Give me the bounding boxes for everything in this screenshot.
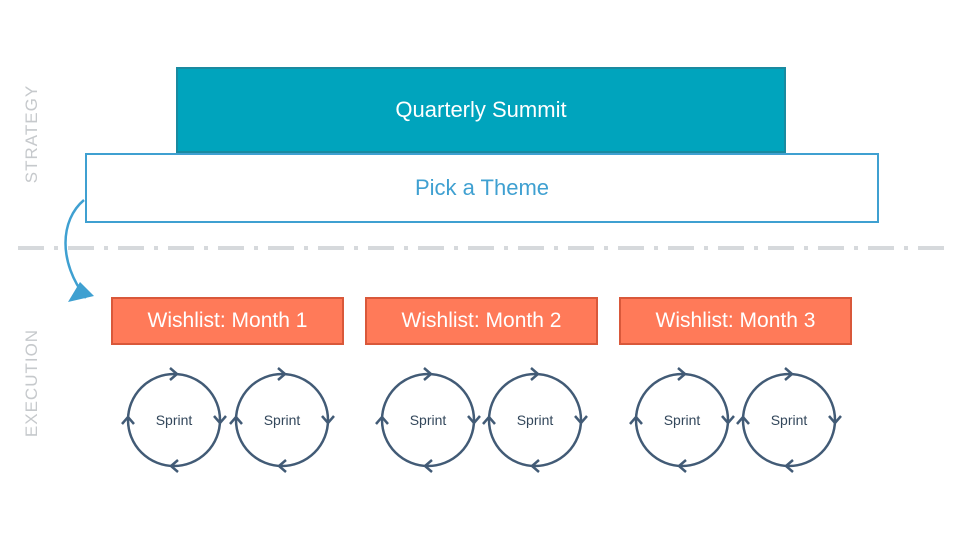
wishlist-month-1-label: Wishlist: Month 1 bbox=[147, 309, 308, 332]
strategy-label: STRATEGY bbox=[22, 84, 41, 184]
wishlist-month-3-label: Wishlist: Month 3 bbox=[655, 309, 816, 332]
sprint-cycle-6: Sprint bbox=[736, 367, 842, 473]
sprint-label: Sprint bbox=[155, 412, 193, 428]
sprint-label: Sprint bbox=[409, 412, 447, 428]
wishlist-month-3: Wishlist: Month 3 bbox=[619, 297, 852, 345]
sprint-cycle-icon bbox=[629, 367, 735, 473]
sprint-label: Sprint bbox=[770, 412, 808, 428]
sprint-cycle-icon bbox=[375, 367, 481, 473]
sprint-cycle-icon bbox=[229, 367, 335, 473]
sprint-cycle-2: Sprint bbox=[229, 367, 335, 473]
wishlist-month-1: Wishlist: Month 1 bbox=[111, 297, 344, 345]
strategy-execution-divider bbox=[18, 246, 950, 250]
sprint-label: Sprint bbox=[263, 412, 301, 428]
sprint-cycle-1: Sprint bbox=[121, 367, 227, 473]
quarterly-summit-label: Quarterly Summit bbox=[395, 97, 567, 122]
pick-theme-box: Pick a Theme bbox=[85, 153, 879, 223]
quarterly-summit-box: Quarterly Summit bbox=[176, 67, 786, 153]
sprint-cycle-icon bbox=[482, 367, 588, 473]
sprint-label: Sprint bbox=[516, 412, 554, 428]
pick-theme-label: Pick a Theme bbox=[414, 175, 550, 200]
wishlist-month-2: Wishlist: Month 2 bbox=[365, 297, 598, 345]
sprint-cycle-icon bbox=[736, 367, 842, 473]
sprint-cycle-icon bbox=[121, 367, 227, 473]
sprint-label: Sprint bbox=[663, 412, 701, 428]
execution-label: EXECUTION bbox=[22, 328, 41, 438]
sprint-cycle-4: Sprint bbox=[482, 367, 588, 473]
sprint-cycle-3: Sprint bbox=[375, 367, 481, 473]
sprint-cycle-5: Sprint bbox=[629, 367, 735, 473]
wishlist-month-2-label: Wishlist: Month 2 bbox=[401, 309, 562, 332]
